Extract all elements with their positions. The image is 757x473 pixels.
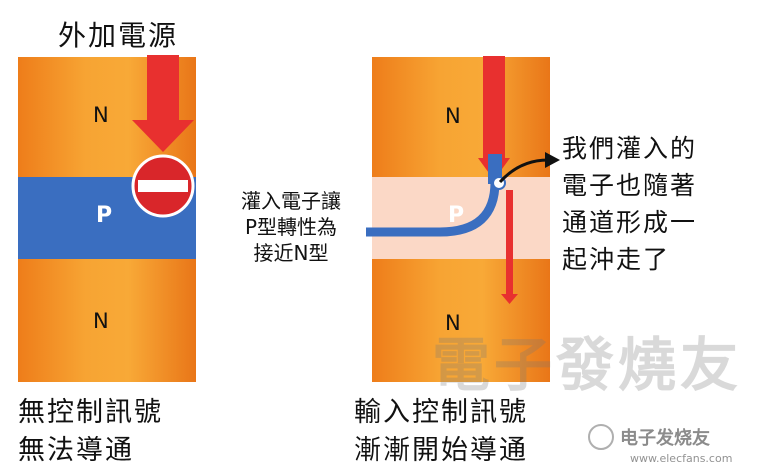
middle-note-line3: 接近N型 — [253, 241, 329, 265]
middle-note: 灌入電子讓 P型轉性為 接近N型 — [226, 188, 356, 266]
watermark-brand-label: 电子发烧友 — [620, 428, 710, 449]
watermark-brand: 电子发烧友 — [588, 424, 710, 450]
left-p-label: P — [96, 203, 113, 228]
right-note-line2: 電子也隨著 — [562, 171, 698, 200]
electron-flow-path — [366, 181, 500, 237]
left-n-layer-bottom: N — [18, 259, 196, 382]
right-caption-line2: 漸漸開始導通 — [354, 435, 528, 466]
watermark-big-text: 電子發燒友 — [432, 331, 743, 399]
right-note-line4: 起沖走了 — [562, 245, 671, 274]
left-n-top-label: N — [93, 103, 109, 127]
watermark-url: www.elecfans.com — [630, 452, 733, 465]
left-n-bottom-label: N — [93, 309, 109, 333]
right-caption-line1: 輸入控制訊號 — [354, 397, 528, 428]
middle-note-line2: P型轉性為 — [244, 215, 338, 239]
right-current-arrow-bottom — [501, 190, 518, 304]
callout-arrow — [498, 152, 560, 184]
left-caption: 無控制訊號 無法導通 — [18, 394, 163, 470]
right-note-line3: 通道形成一 — [562, 208, 698, 237]
no-entry-icon — [131, 154, 195, 218]
right-caption: 輸入控制訊號 漸漸開始導通 — [354, 394, 528, 470]
external-source-label: 外加電源 — [58, 19, 179, 52]
left-caption-line2: 無法導通 — [18, 435, 134, 466]
source-arrow — [132, 55, 194, 152]
right-note: 我們灌入的 電子也隨著 通道形成一 起沖走了 — [562, 130, 697, 278]
watermark-logo-icon — [588, 424, 614, 450]
left-caption-line1: 無控制訊號 — [18, 397, 163, 428]
right-note-line1: 我們灌入的 — [562, 134, 698, 163]
middle-note-line1: 灌入電子讓 — [241, 189, 341, 213]
